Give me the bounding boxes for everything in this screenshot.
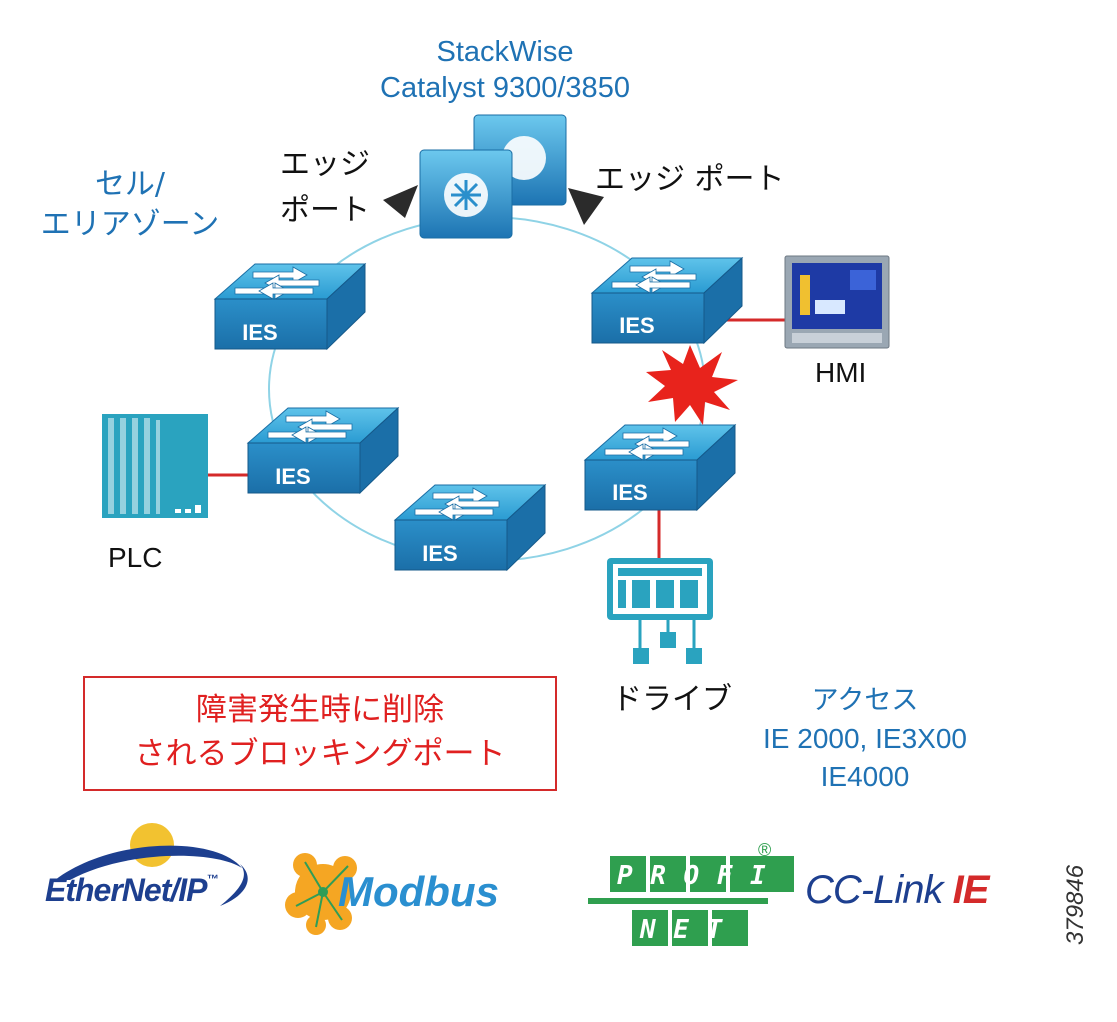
cc-link-text: CC-Link [805,868,943,912]
access-line1: アクセス [811,685,919,716]
ies-switch-bottom [394,484,546,571]
stackwise-title-line2: Catalyst 9300/3850 [380,72,630,104]
figure-id: 379846 [1062,864,1089,945]
stackwise-title: StackWise Catalyst 9300/3850 [340,34,670,106]
hmi-device-icon [784,255,890,349]
legend-line2: されるブロッキングポート [134,736,506,772]
ies-switch-top-right [591,257,743,344]
cell-area-zone-label: セル/ エリアゾーン [20,165,240,245]
ethernet-ip-logo [55,823,248,906]
drive-device-icon [607,558,713,664]
ethernet-ip-logo-text: EtherNet/IP™ [45,872,218,909]
hmi-label: HMI [815,357,867,388]
profinet-letters: PROFI NET [617,861,783,945]
profinet-logo [588,856,794,946]
ies-label: IES [619,313,654,338]
edge-port-left-line1: エッジ [280,147,370,182]
ies-label: IES [612,480,647,505]
stackwise-switch-icon [419,114,567,239]
legend-line1: 障害発生時に削除 [196,692,444,728]
stackwise-title-line1: StackWise [436,36,574,68]
cc-link-ie-logo: CC-Link IE [805,868,990,913]
edge-port-right-marker [568,188,604,225]
zone-line2: エリアゾーン [40,207,220,242]
modbus-logo-mark [285,853,357,935]
plc-label: PLC [108,542,163,573]
edge-port-left-label: エッジ ポート [280,142,370,234]
modbus-logo-text: Modbus [338,868,499,915]
ies-switch-top-left [214,263,366,350]
blocking-port-legend: 障害発生時に削除 されるブロッキングポート [83,676,557,791]
ies-switch-left [247,407,399,494]
ies-label: IES [242,320,277,345]
legend-text: 障害発生時に削除 されるブロッキングポート [85,678,555,776]
edge-port-right-label: エッジ ポート [595,162,785,197]
access-line3: IE4000 [820,761,910,792]
edge-port-left-marker [383,185,418,218]
profinet-registered-mark: ® [758,840,772,860]
ethernet-ip-text: EtherNet/IP [45,872,207,908]
ethernet-ip-tm: ™ [206,872,218,886]
zone-line1: セル/ [94,167,166,202]
profinet-top-text: PROFI [617,861,783,891]
access-label: アクセス IE 2000, IE3X00 IE4000 [730,682,1000,796]
profinet-bottom-text: NET [639,915,740,945]
access-line2: IE 2000, IE3X00 [763,723,967,754]
fault-burst-icon [646,345,738,425]
ies-label: IES [422,541,457,566]
ies-switch-bottom-right [584,424,736,511]
cc-link-ie-text: IE [952,868,990,912]
hmi-screen-text: TOUCH [887,266,899,305]
ies-label: IES [275,464,310,489]
plc-device-icon [102,414,208,518]
drive-label: ドライブ [612,682,732,717]
edge-port-left-line2: ポート [280,193,370,228]
